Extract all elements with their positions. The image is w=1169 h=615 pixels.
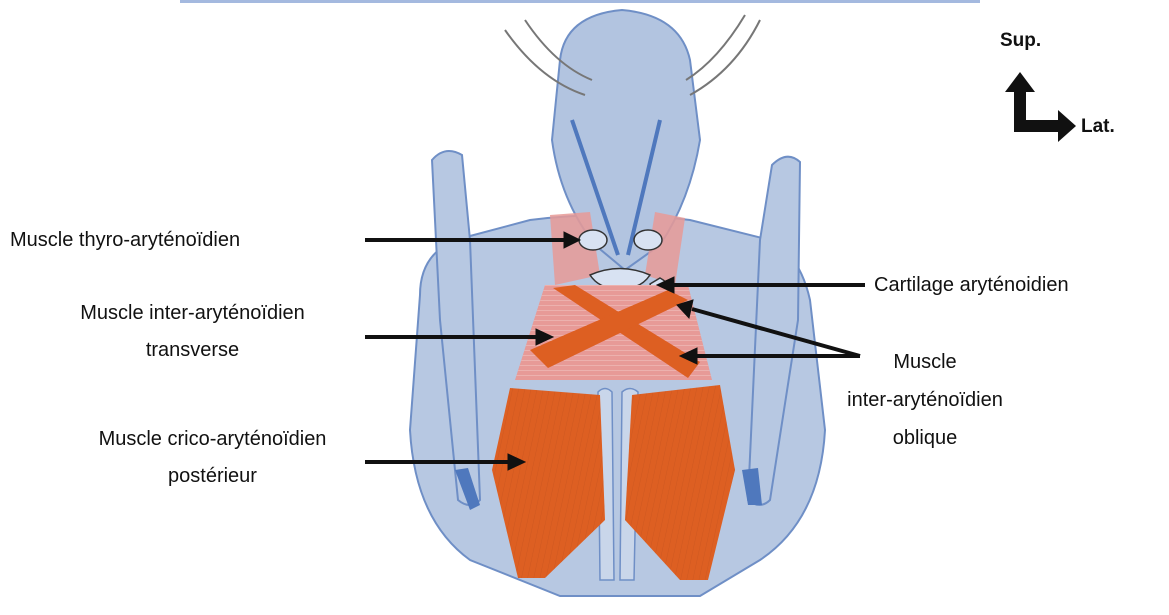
label-crico-line-1: Muscle crico-aryténoïdien [70,427,355,452]
label-cartilage-text: Cartilage aryténoidien [874,274,1069,296]
label-inter-arytenoid-oblique-muscle: Muscle inter-aryténoïdien oblique [825,350,1025,451]
label-arytenoid-cartilage: Cartilage aryténoidien [874,273,1069,298]
label-oblique-line-3: oblique [825,426,1025,451]
superior-label-text: Sup. [1000,30,1041,51]
superior-label: Sup. [1000,30,1041,52]
label-thyro-text: Muscle thyro-aryténoïdien [10,229,240,251]
label-oblique-line-1: Muscle [825,350,1025,375]
lateral-label-text: Lat. [1081,116,1115,137]
label-inter-transverse-line-2: transverse [35,338,350,363]
label-inter-arytenoid-transverse-muscle: Muscle inter-aryténoïdien transverse [35,301,350,363]
orientation-compass [1005,72,1076,142]
label-posterior-crico-arytenoid-muscle: Muscle crico-aryténoïdien postérieur [70,427,355,489]
label-crico-line-2: postérieur [70,464,355,489]
label-thyro-arytenoid-muscle: Muscle thyro-aryténoïdien [10,228,240,253]
label-oblique-line-2: inter-aryténoïdien [825,388,1025,413]
lateral-label: Lat. [1081,116,1115,138]
label-inter-transverse-line-1: Muscle inter-aryténoïdien [35,301,350,326]
